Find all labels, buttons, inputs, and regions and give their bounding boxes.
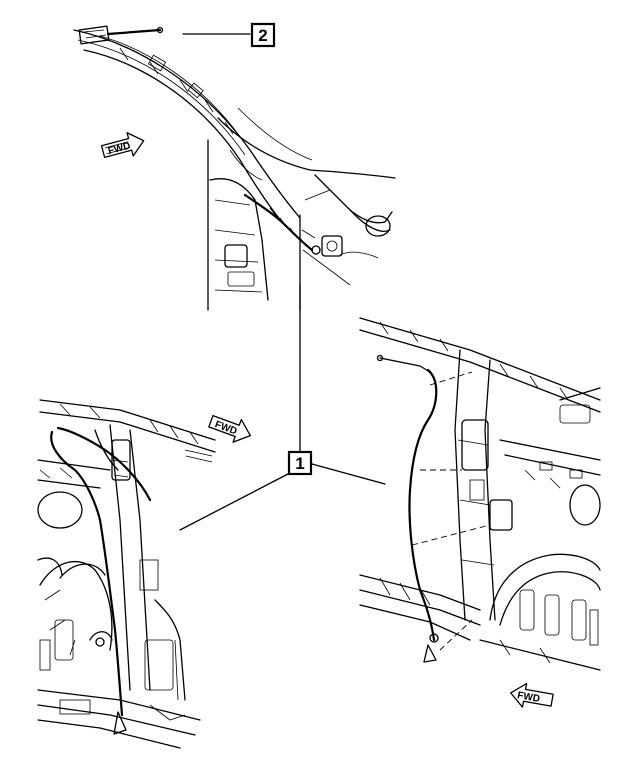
fwd-label-middle: FWD	[213, 419, 238, 437]
fwd-arrow-middle: FWD	[208, 414, 252, 443]
callout-2: 2	[182, 22, 276, 48]
callout-1-label: 1	[295, 454, 304, 473]
left-view-quarter-panel	[37, 399, 216, 749]
antenna-cable-upper	[243, 193, 321, 255]
callout-2-label: 2	[258, 26, 267, 45]
antenna-cable-right	[376, 354, 491, 663]
right-view-quarter-panel	[359, 317, 601, 671]
fwd-arrow-bottom: FWD	[510, 682, 554, 708]
antenna-cable-left	[50, 426, 152, 735]
antenna-mast	[78, 25, 164, 45]
callout-1: 1	[179, 284, 386, 531]
top-view-pillar-assembly	[73, 25, 396, 311]
fwd-arrow-top: FWD	[100, 132, 145, 159]
fwd-label-bottom: FWD	[516, 690, 540, 705]
